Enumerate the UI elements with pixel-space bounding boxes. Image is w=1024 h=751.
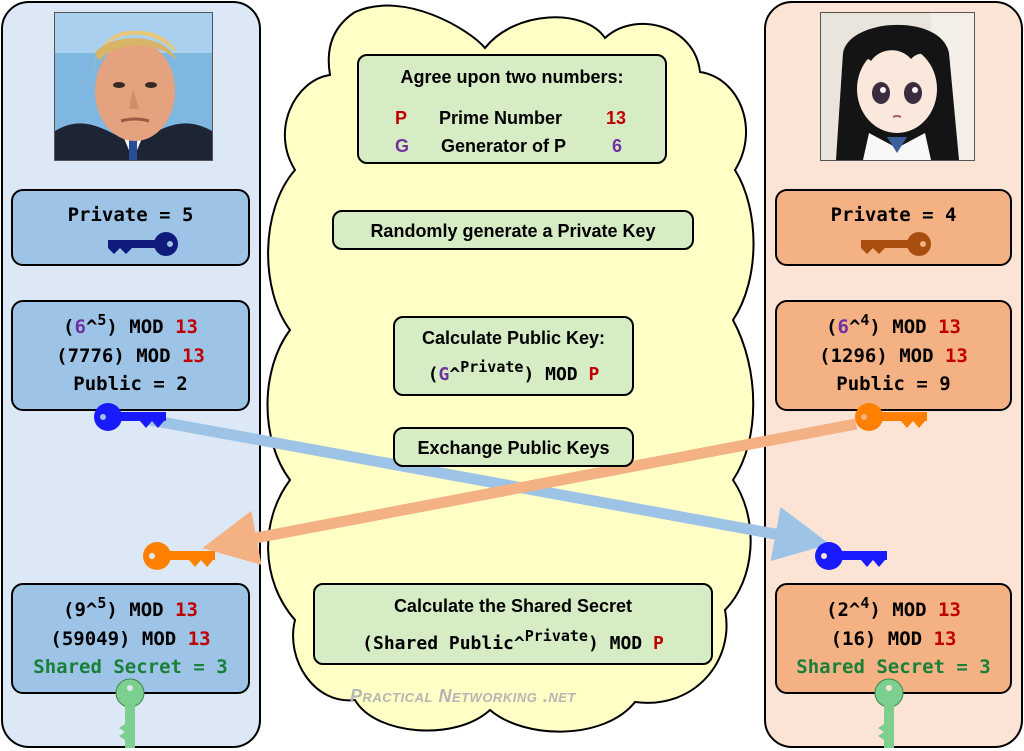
- right-public-line1: (6^4) MOD 13: [826, 311, 961, 339]
- left-private-text: Private = 5: [67, 204, 194, 226]
- step-public-key-box: Calculate Public Key: (G^Private) MOD P: [393, 316, 634, 396]
- man-portrait-image: [54, 12, 213, 161]
- blue-key-icon: [94, 403, 166, 431]
- agree-symbol-g: G: [395, 136, 410, 156]
- left-shared-line3: Shared Secret = 3: [33, 656, 228, 678]
- left-public-line2: (7776) MOD 13: [56, 345, 205, 367]
- right-shared-box: (2^4) MOD 13 (16) MOD 13 Shared Secret =…: [775, 583, 1012, 694]
- left-received-orange-key-icon: [143, 542, 215, 570]
- step-private-key-box: Randomly generate a Private Key: [332, 210, 694, 250]
- left-public-box: (6^5) MOD 13 (7776) MOD 13 Public = 2: [11, 300, 250, 411]
- step-shared-secret-title: Calculate the Shared Secret: [393, 596, 633, 616]
- right-private-text: Private = 4: [830, 204, 957, 226]
- agree-symbol-p: P: [395, 108, 408, 128]
- agree-label-generator: Generator of P: [441, 136, 567, 156]
- left-green-key-icon: [115, 678, 145, 748]
- step-private-key-text: Randomly generate a Private Key: [370, 221, 656, 241]
- step-public-key-formula: (G^Private) MOD P: [427, 358, 600, 386]
- step-public-key-title: Calculate Public Key:: [421, 328, 606, 348]
- step-shared-secret-box: Calculate the Shared Secret (Shared Publ…: [313, 583, 713, 665]
- right-private-box: Private = 4: [775, 189, 1012, 266]
- dark-blue-key-icon: [108, 232, 178, 256]
- right-public-line2: (1296) MOD 13: [819, 345, 968, 367]
- watermark-text: Practical Networking .net: [350, 686, 576, 706]
- left-shared-line1: (9^5) MOD 13: [63, 594, 198, 622]
- agree-label-prime: Prime Number: [439, 108, 563, 128]
- right-shared-line3: Shared Secret = 3: [796, 656, 991, 678]
- right-received-blue-key-icon: [815, 542, 887, 570]
- anime-girl-portrait-image: [820, 12, 975, 161]
- step-exchange-text: Exchange Public Keys: [417, 438, 610, 458]
- agree-numbers-box: Agree upon two numbers: P Prime Number 1…: [357, 54, 667, 164]
- dark-orange-key-icon: [861, 232, 931, 256]
- right-public-line3: Public = 9: [836, 373, 951, 395]
- left-public-line1: (6^5) MOD 13: [63, 311, 198, 339]
- right-green-key-icon: [874, 678, 904, 748]
- agree-value-prime: 13: [606, 108, 627, 128]
- agree-title: Agree upon two numbers:: [400, 67, 624, 87]
- step-exchange-box: Exchange Public Keys: [393, 427, 634, 467]
- right-public-box: (6^4) MOD 13 (1296) MOD 13 Public = 9: [775, 300, 1012, 411]
- step-shared-secret-formula: (Shared Public^Private) MOD P: [362, 627, 664, 655]
- left-shared-line2: (59049) MOD 13: [50, 628, 211, 650]
- left-public-line3: Public = 2: [73, 373, 188, 395]
- left-shared-box: (9^5) MOD 13 (59049) MOD 13 Shared Secre…: [11, 583, 250, 694]
- orange-key-icon: [855, 403, 927, 431]
- left-private-box: Private = 5: [11, 189, 250, 266]
- right-shared-line2: (16) MOD 13: [830, 628, 957, 650]
- agree-value-generator: 6: [612, 136, 623, 156]
- right-shared-line1: (2^4) MOD 13: [826, 594, 961, 622]
